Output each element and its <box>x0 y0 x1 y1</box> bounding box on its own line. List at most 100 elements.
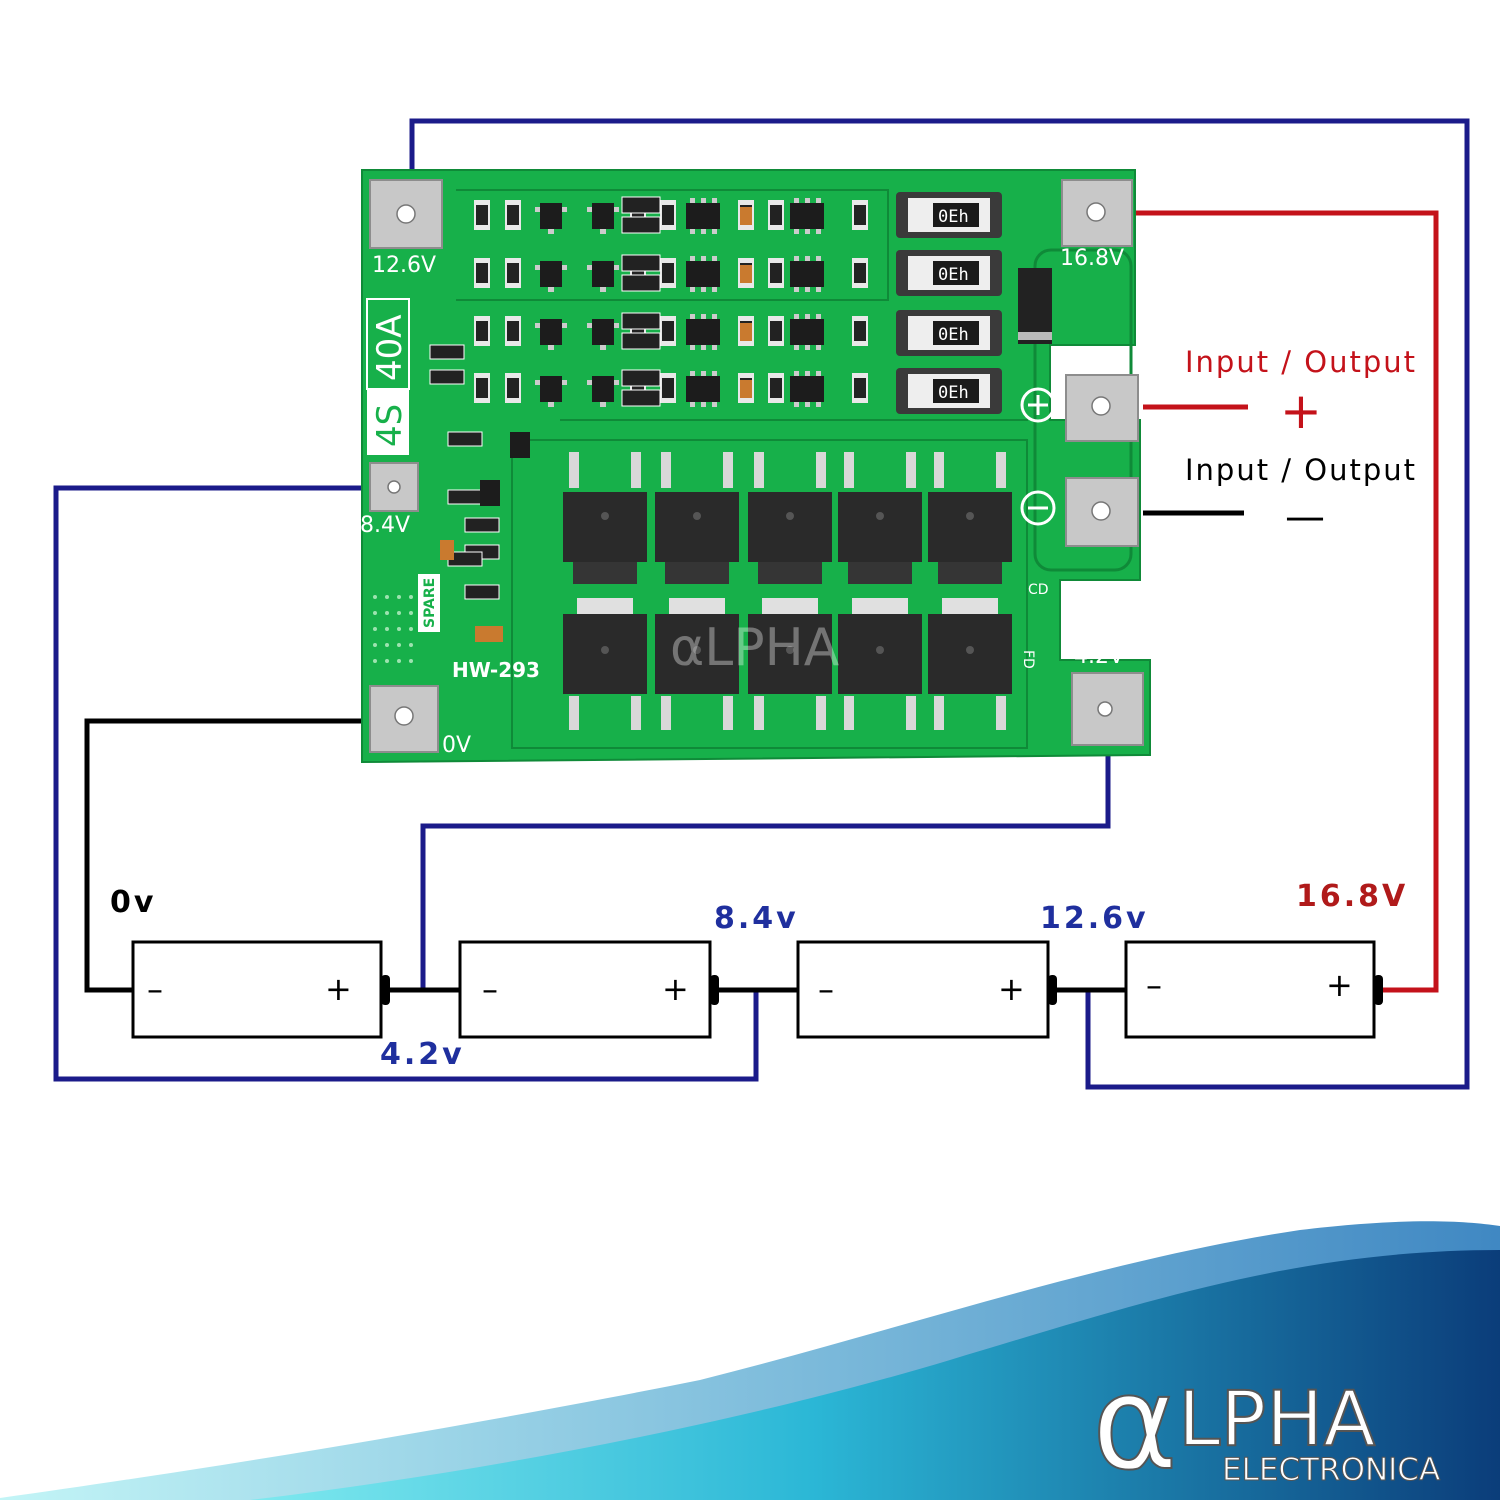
pad-label-12v6: 12.6V <box>372 253 436 278</box>
cd-label: CD <box>1028 582 1049 598</box>
smd-resistor <box>429 369 465 385</box>
pad-12v6 <box>369 179 443 249</box>
mosfet <box>748 598 832 730</box>
node-label-8v4: 8.4v <box>714 901 799 936</box>
smd-resistor-pair <box>621 196 661 234</box>
smd-ic <box>686 256 720 292</box>
io-plus-label: Input / Output <box>1185 345 1417 379</box>
battery-cell-2: – + <box>458 940 719 1039</box>
smd-resistor <box>852 316 868 346</box>
test-dot <box>397 627 401 631</box>
battery-cell-1: – + <box>131 940 390 1039</box>
smd-transistor <box>535 203 567 234</box>
wire-0v-to-cell1-neg <box>84 718 370 993</box>
pad-label-16v8: 16.8V <box>1060 246 1124 271</box>
shunt-resistor: 0Eh <box>896 192 1002 238</box>
smd-resistor <box>447 489 483 505</box>
smd-resistor <box>852 200 868 230</box>
shunt-label: 0Eh <box>938 383 969 403</box>
smd-transistor <box>587 203 619 234</box>
mosfet <box>838 452 922 584</box>
test-dot <box>373 627 377 631</box>
pad-0v <box>369 685 439 753</box>
silk-minus-icon <box>1020 490 1056 526</box>
silk-plus-icon <box>1020 387 1056 423</box>
smd-transistor <box>480 480 500 506</box>
mosfet <box>655 598 739 730</box>
mosfet <box>655 452 739 584</box>
smd-transistor <box>587 376 619 407</box>
rating-label: 4S 40A <box>366 298 410 455</box>
shunt-label: 0Eh <box>938 265 969 285</box>
test-dot <box>373 595 377 599</box>
test-dot <box>373 643 377 647</box>
test-dot <box>385 611 389 615</box>
smd-capacitor <box>740 207 752 225</box>
shunt-resistors: 0Eh 0Eh 0Eh 0Eh <box>896 192 1002 414</box>
cell-plus-sign: + <box>1326 966 1353 1004</box>
smd-ic <box>686 371 720 407</box>
smd-resistor <box>660 316 676 346</box>
smd-resistor-pair <box>621 369 661 407</box>
pad-io-minus <box>1065 477 1139 547</box>
smd-resistor <box>768 373 784 403</box>
smd-transistor <box>510 432 530 458</box>
test-dot <box>385 643 389 647</box>
board-model: HW-293 <box>452 658 540 682</box>
smd-resistor <box>852 258 868 288</box>
smd-ic <box>790 314 824 350</box>
cell-minus-sign: – <box>147 970 163 1008</box>
test-dot <box>409 627 413 631</box>
cell-plus-sign: + <box>325 970 352 1008</box>
smd-resistor <box>474 316 490 346</box>
smd-capacitor <box>740 380 752 398</box>
smd-ic <box>790 256 824 292</box>
mosfet <box>838 598 922 730</box>
smd-resistor <box>464 517 500 533</box>
test-dot <box>397 643 401 647</box>
mosfet <box>748 452 832 584</box>
smd-transistor <box>535 376 567 407</box>
cell-minus-sign: – <box>482 970 498 1008</box>
smd-resistor <box>505 258 521 288</box>
spare-label: SPARE <box>422 578 438 628</box>
pad-io-plus <box>1065 374 1139 442</box>
battery-cells: – + – + – + – + <box>131 940 1383 1039</box>
mosfet <box>563 598 647 730</box>
test-dot <box>373 611 377 615</box>
smd-resistor <box>474 258 490 288</box>
wire-4v2-to-node <box>420 745 1111 990</box>
test-dot <box>397 611 401 615</box>
pad-16v8 <box>1061 179 1133 247</box>
bms-pcb: 12.6V 16.8V 8.4V 4.2V 0V 4S 40A 0Eh 0Eh <box>360 169 1151 764</box>
logo-word: LPHA <box>1178 1374 1375 1463</box>
smd-resistor <box>660 373 676 403</box>
mosfet <box>928 598 1012 730</box>
smd-resistor <box>660 258 676 288</box>
io-minus-label: Input / Output <box>1185 453 1417 487</box>
rating-current: 40A <box>370 314 410 381</box>
smd-ic <box>686 314 720 350</box>
smd-transistor <box>535 261 567 292</box>
io-minus-symbol: — <box>1285 494 1325 540</box>
cell-plus-sign: + <box>662 970 689 1008</box>
test-dot <box>397 595 401 599</box>
cell-minus-sign: – <box>818 970 834 1008</box>
smd-transistor <box>587 261 619 292</box>
io-plus-symbol: + <box>1280 382 1322 440</box>
smd-resistor <box>474 200 490 230</box>
shunt-resistor: 0Eh <box>896 368 1002 414</box>
test-dot <box>409 595 413 599</box>
pad-8v4 <box>369 462 419 512</box>
smd-ic <box>790 198 824 234</box>
battery-cell-4: – + <box>1124 940 1383 1039</box>
mosfet <box>563 452 647 584</box>
smd-resistor-pair <box>621 312 661 350</box>
shunt-label: 0Eh <box>938 325 969 345</box>
smd-resistor <box>660 200 676 230</box>
shunt-label: 0Eh <box>938 207 969 227</box>
cell-plus-sign: + <box>998 970 1025 1008</box>
mosfet <box>928 452 1012 584</box>
smd-capacitor <box>475 626 503 642</box>
